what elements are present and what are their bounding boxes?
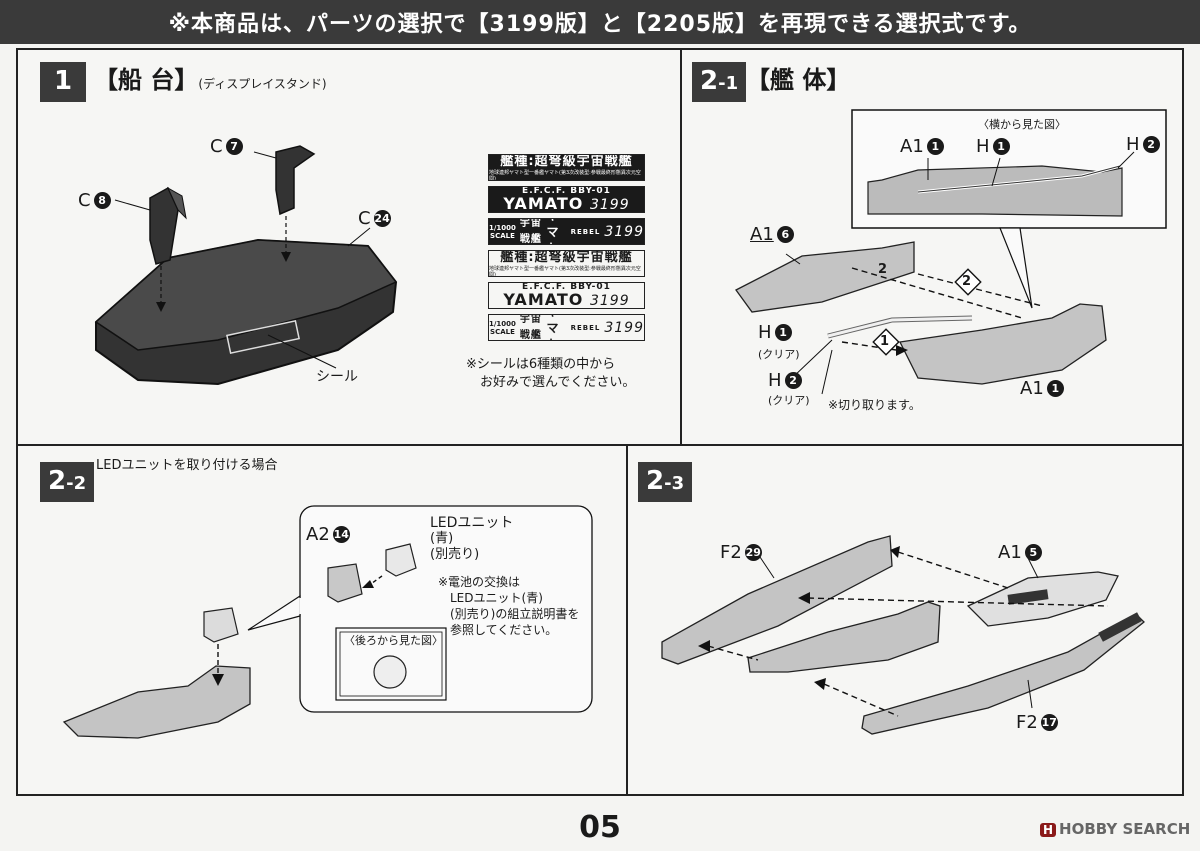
h1-clear-note: (クリア) bbox=[758, 348, 800, 361]
sticker-4: 艦種:超弩級宇宙戦艦 地球連邦ヤマト型一番艦ヤマト(第3次改装型:参戦最終形態異… bbox=[488, 250, 645, 277]
order-marker-2: 2 bbox=[878, 262, 888, 277]
assembly-illustration bbox=[661, 535, 1145, 735]
cut-note: ※切り取ります。 bbox=[828, 398, 921, 412]
battery-note: ※電池の交換は LEDユニット(青) (別売り)の組立説明書を 参照してください… bbox=[438, 575, 580, 637]
page-banner: ※本商品は、パーツの選択で【3199版】と【2205版】を再現できる選択式です。 bbox=[0, 0, 1200, 44]
sticker-1: 艦種:超弩級宇宙戦艦 地球連邦ヤマト型一番艦ヤマト(第3次改装型:参戦最終形態異… bbox=[488, 154, 645, 181]
sticker-note-2: お好みで選んでください。 bbox=[480, 375, 636, 390]
order-marker-2-upper: 2 bbox=[962, 274, 972, 289]
stand-illustration bbox=[94, 145, 398, 386]
step-number-badge: 1 bbox=[40, 62, 86, 102]
h2-clear-note: (クリア) bbox=[768, 394, 810, 407]
led-heading: LEDユニットを取り付ける場合 bbox=[96, 458, 278, 473]
step-number-badge: 2-3 bbox=[638, 462, 693, 502]
step-number-badge: 2-2 bbox=[40, 462, 95, 502]
hull-illustration bbox=[735, 109, 1167, 395]
sticker-2: E.F.C.F. BBY-01 YAMATO 3199 bbox=[488, 186, 645, 213]
step-number-badge: 2-1 bbox=[692, 62, 747, 102]
seal-label: シール bbox=[316, 369, 358, 385]
sticker-note-1: ※シールは6種類の中から bbox=[466, 357, 616, 372]
rear-view-caption: 〈後ろから見た図〉 bbox=[344, 634, 443, 647]
led-unit-label: LEDユニット bbox=[430, 515, 514, 531]
step-title: 【船 台】(ディスプレイスタンド) bbox=[94, 66, 327, 94]
sticker-5: E.F.C.F. BBY-01 YAMATO 3199 bbox=[488, 282, 645, 309]
order-marker-1: 1 bbox=[880, 334, 890, 349]
led-color-label: (青) bbox=[430, 531, 454, 546]
led-illustration bbox=[62, 505, 593, 739]
led-sold-separately: (別売り) bbox=[430, 547, 480, 562]
side-view-caption: 〈横から見た図〉 bbox=[978, 118, 1066, 131]
watermark-badge: H bbox=[1040, 823, 1057, 837]
page-number: 05 bbox=[579, 810, 621, 845]
step-title: 【艦 体】 bbox=[746, 66, 851, 94]
